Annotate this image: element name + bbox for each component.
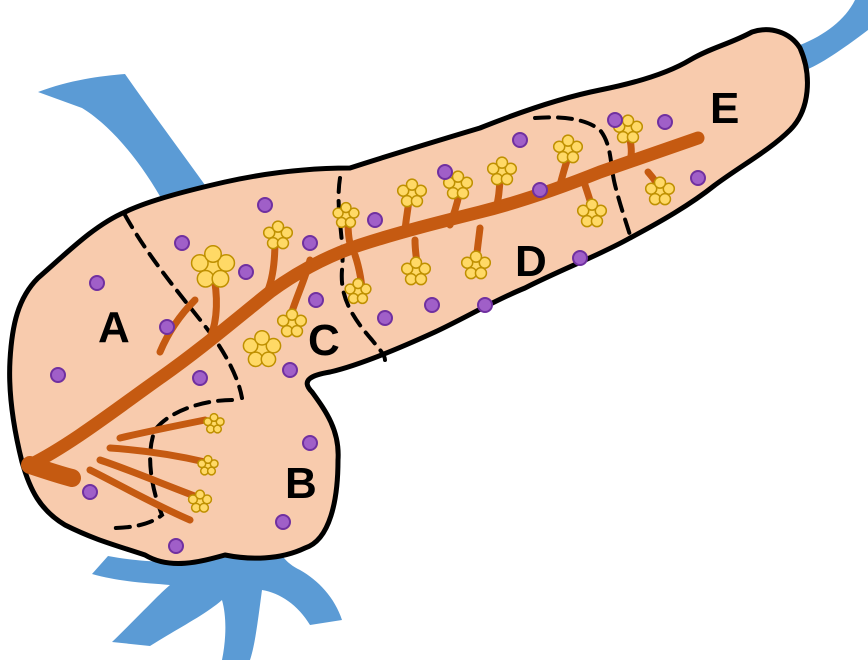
purple-cell-icon <box>658 115 672 129</box>
label-d: D <box>515 237 547 286</box>
purple-cell-icon <box>368 213 382 227</box>
label-a: A <box>98 303 130 352</box>
upper-left-vessel <box>38 74 210 205</box>
purple-cell-icon <box>533 183 547 197</box>
purple-cell-icon <box>160 320 174 334</box>
top-right-vessel <box>800 0 868 70</box>
purple-cell-icon <box>303 436 317 450</box>
duct-tail-bulge <box>30 465 72 478</box>
purple-cell-icon <box>303 236 317 250</box>
purple-cell-icon <box>283 363 297 377</box>
purple-cell-icon <box>438 165 452 179</box>
purple-cell-icon <box>51 368 65 382</box>
purple-cell-icon <box>90 276 104 290</box>
purple-cell-icon <box>608 113 622 127</box>
purple-cell-icon <box>478 298 492 312</box>
purple-cell-icon <box>83 485 97 499</box>
purple-cell-icon <box>425 298 439 312</box>
purple-cell-icon <box>258 198 272 212</box>
label-c: C <box>308 316 340 365</box>
purple-cell-icon <box>239 265 253 279</box>
purple-cell-icon <box>309 293 323 307</box>
purple-cell-icon <box>378 311 392 325</box>
purple-cell-icon <box>175 236 189 250</box>
purple-cell-icon <box>169 539 183 553</box>
purple-cell-icon <box>276 515 290 529</box>
label-b: B <box>285 459 317 508</box>
purple-cell-icon <box>513 133 527 147</box>
purple-cell-icon <box>193 371 207 385</box>
label-e: E <box>710 84 739 133</box>
purple-cell-icon <box>573 251 587 265</box>
purple-cell-icon <box>691 171 705 185</box>
